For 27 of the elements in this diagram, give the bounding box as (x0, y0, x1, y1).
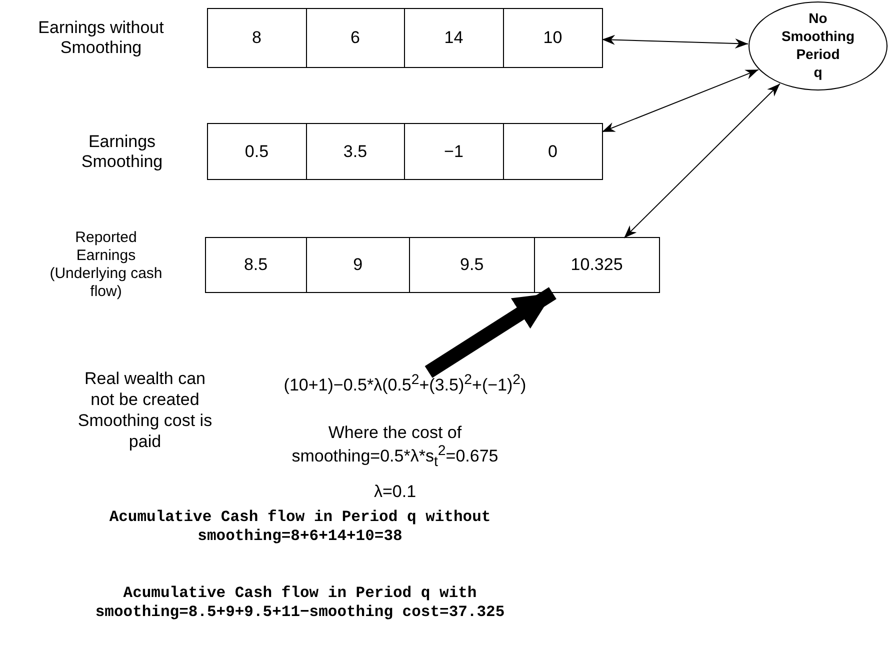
table-cell: 6 (306, 9, 405, 67)
table-cell: 0 (504, 124, 602, 179)
parameter-text: λ=0.1 (372, 482, 418, 502)
table-cell: 9 (306, 238, 410, 292)
summary-text: Acumulative Cash flow in Period q without smoothing=8+6+14+10=38 (108, 508, 492, 546)
row-heading: Earnings Smoothing (80, 132, 164, 172)
formula-note: Where the cost of smoothing=0.5*λ*s$_{t}$$^{2}$=0.675 (290, 424, 500, 472)
ellipse-label: No Smoothing Period q (780, 9, 856, 81)
table-cell: 10.325 (534, 238, 660, 292)
table-cell: 9.5 (410, 238, 535, 292)
formula-text: (10+1)−0.5*λ(0.5$^{2}$+(3.5)$^{2}$+(−1)$^{2}$) (255, 372, 555, 402)
table-cell: 10 (504, 9, 602, 67)
table-cell: 3.5 (306, 124, 405, 179)
row-heading: Reported Earnings (Underlying cash flow) (48, 229, 164, 301)
table-cell: 8.5 (206, 238, 307, 292)
table-cell: 8 (208, 9, 306, 67)
double-headed-arrow (602, 69, 759, 132)
ellipse-node (748, 1, 888, 91)
table-cell: −1 (405, 124, 504, 179)
double-headed-arrow (624, 83, 780, 238)
double-headed-arrow (602, 34, 749, 48)
row-heading: Earnings without Smoothing (37, 18, 165, 58)
table-cell: 0.5 (208, 124, 306, 179)
thick-arrow (424, 287, 556, 378)
summary-text: Acumulative Cash flow in Period q with smoothing=8.5+9+9.5+11−smoothing cost=37.325 (94, 584, 506, 622)
note-text: Real wealth can not be created Smoothing cost is paid (76, 368, 214, 452)
table-cell: 14 (405, 9, 504, 67)
